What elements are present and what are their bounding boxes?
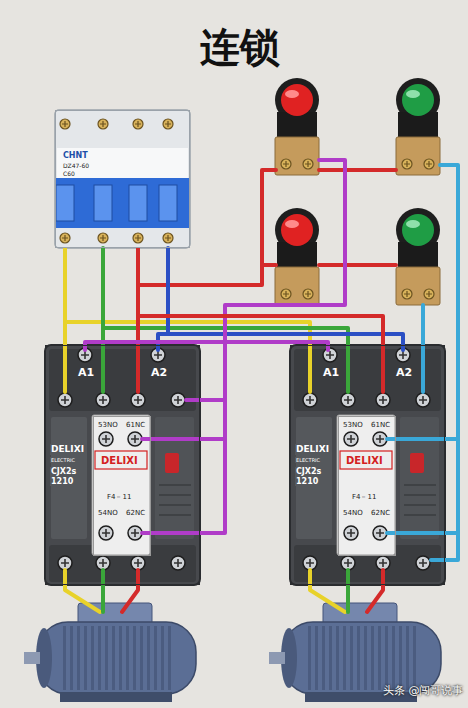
push-buttons <box>406 90 420 98</box>
contact-label: 54NO <box>342 509 364 517</box>
contactor: A1 A2DELIXI ELECTRIC CJX2s 1210 53NO 61NC DELI… <box>290 345 445 585</box>
breaker-body <box>57 148 188 178</box>
wires <box>387 165 458 560</box>
motor <box>24 603 196 702</box>
breaker-body <box>133 119 143 129</box>
push-buttons <box>281 84 313 116</box>
push-buttons <box>396 208 440 305</box>
contactor-body <box>45 345 200 585</box>
breaker-body <box>55 110 190 248</box>
breaker-body <box>98 233 108 243</box>
breaker-body <box>60 233 70 243</box>
brand-sub-label: ELECTRIC <box>295 457 321 463</box>
contact-label: 53NO <box>342 421 364 429</box>
wire-connector <box>63 248 67 345</box>
model-label: F4－11 <box>106 493 132 501</box>
breaker-body <box>55 110 190 248</box>
wire-connector <box>138 248 383 345</box>
brand-sub-label: ELECTRIC <box>50 457 76 463</box>
coil-terminal-label: A2 <box>150 366 168 379</box>
contact-label: 61NC <box>125 421 146 429</box>
breaker-body <box>94 185 112 221</box>
breaker-body <box>163 233 173 243</box>
breaker-body <box>98 119 108 129</box>
push-buttons <box>406 220 420 228</box>
model-label: CJX2s 1210 <box>295 467 331 486</box>
model-label: CJX2s 1210 <box>50 467 86 486</box>
brand-label: DELIXI <box>100 455 139 467</box>
diagram-title: 连锁 <box>200 24 280 70</box>
circuit-breaker: CHNTDZ47-60C60 <box>55 110 190 248</box>
brand-label: DELIXI <box>345 455 384 467</box>
wires <box>65 160 458 612</box>
breaker-body <box>56 185 74 221</box>
push-buttons <box>275 208 319 305</box>
wires <box>85 160 345 533</box>
breaker-body <box>159 185 177 221</box>
wires <box>138 170 396 392</box>
contact-label: 61NC <box>370 421 391 429</box>
coil-terminal-label: A2 <box>395 366 413 379</box>
coil-terminal-label: A1 <box>77 366 95 379</box>
contact-label: 62NC <box>370 509 391 517</box>
brand-label: DELIXI <box>295 444 330 455</box>
brand-label: CHNT <box>62 151 89 161</box>
contact-label: 53NO <box>97 421 119 429</box>
wires <box>158 248 403 350</box>
push-buttons <box>402 214 434 246</box>
push-buttons <box>275 78 319 175</box>
push-buttons <box>402 84 434 116</box>
breaker-body <box>133 233 143 243</box>
push-buttons <box>396 78 440 175</box>
breaker-body <box>129 185 147 221</box>
push-buttons <box>281 214 313 246</box>
watermark: 头条 @闯哥说事 <box>383 684 464 697</box>
rating-label: C60 <box>62 170 76 177</box>
coil-terminal-label: A1 <box>322 366 340 379</box>
contactor: A1 A2DELIXI ELECTRIC CJX2s 1210 53NO 61NC DELI… <box>45 345 200 585</box>
push-buttons <box>285 90 299 98</box>
auxiliary-contact-block: 53NO 61NC DELIXI F4－11 54NO 62NC <box>338 416 396 556</box>
breaker-body <box>60 119 70 129</box>
brand-label: DELIXI <box>50 444 85 455</box>
push-buttons <box>275 78 440 305</box>
breaker-body <box>163 119 173 129</box>
wires <box>122 570 383 612</box>
contact-label: 62NC <box>125 509 146 517</box>
wires <box>65 570 345 612</box>
push-buttons <box>285 220 299 228</box>
model-label: F4－11 <box>351 493 377 501</box>
contact-label: 54NO <box>97 509 119 517</box>
model-label: DZ47-60 <box>62 162 90 169</box>
auxiliary-contact-block: 53NO 61NC DELIXI F4－11 54NO 62NC <box>93 416 151 556</box>
breaker-body <box>55 178 190 228</box>
